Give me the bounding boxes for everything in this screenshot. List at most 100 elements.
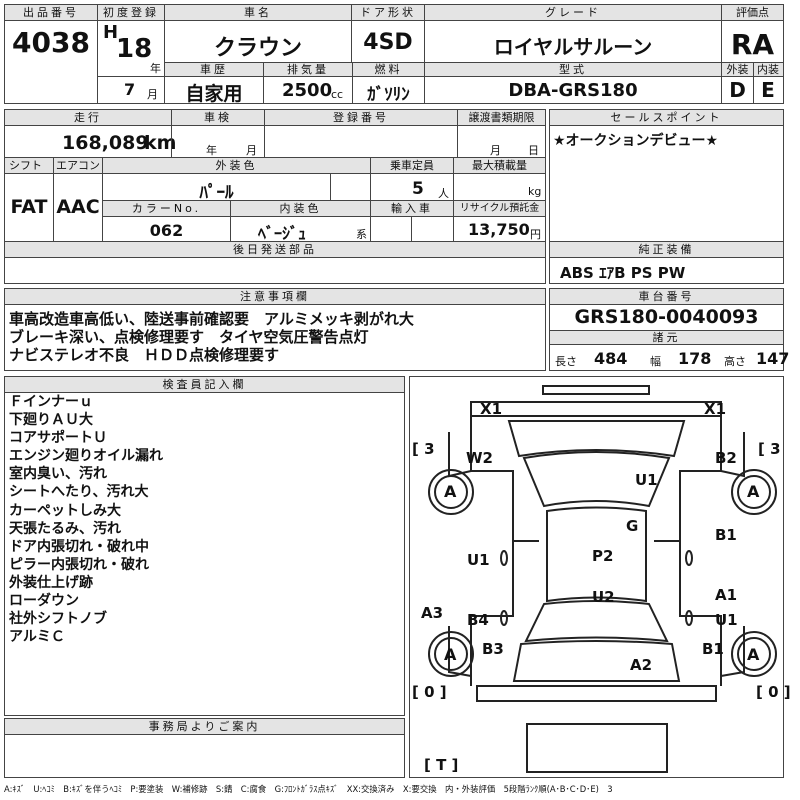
length-label: 長さ bbox=[555, 355, 577, 368]
tread-rear-right: [ 0 ] bbox=[756, 683, 791, 701]
car-damage-diagram bbox=[428, 385, 777, 773]
later-parts-label: 後日発送部品 bbox=[5, 242, 545, 258]
tread-front-left: [ 3 bbox=[412, 440, 435, 458]
era-letter: H bbox=[103, 22, 119, 43]
aircon: AAC bbox=[56, 196, 100, 218]
tire-rear-left-mark: A bbox=[444, 645, 457, 664]
damage-diagram-panel bbox=[409, 376, 784, 778]
note-line-3: ナビステレオ不良 ＨＤＤ点検修理要す bbox=[9, 346, 280, 364]
inspector-line: 下廻りＡＵ大 bbox=[9, 412, 93, 429]
transfer-month-unit: 月 bbox=[490, 144, 501, 157]
score: RA bbox=[730, 28, 775, 61]
mark-u1-top: U1 bbox=[635, 471, 658, 489]
exterior-color: ﾊﾟｰﾙ bbox=[199, 183, 234, 203]
mileage-unit: km bbox=[144, 132, 177, 154]
legend: A:ｷｽﾞ U:ﾍｺﾐ B:ｷｽﾞを伴うﾍｺﾐ P:要塗装 W:補修跡 S:錆 … bbox=[4, 784, 613, 794]
registration-number-label: 登録番号 bbox=[265, 110, 457, 126]
shift: FAT bbox=[10, 196, 48, 218]
model: DBA-GRS180 bbox=[508, 80, 638, 101]
sales-point-label: セールスポイント bbox=[550, 110, 783, 126]
fuel-label: 燃料 bbox=[353, 63, 424, 77]
car-name-label: 車名 bbox=[165, 5, 351, 21]
mark-a2: A2 bbox=[630, 656, 653, 674]
sales-point: ★オークションデビュー★ bbox=[553, 133, 719, 149]
vehicle-info-block bbox=[4, 109, 546, 284]
inspector-line: ドア内張切れ・破れ中 bbox=[9, 538, 149, 555]
inspector-line: アルミＣ bbox=[9, 629, 65, 646]
inspector-block bbox=[4, 376, 405, 716]
mark-u1-right: U1 bbox=[715, 611, 738, 629]
inspector-line: Ｆインナーｕ bbox=[9, 394, 93, 410]
mark-b2: B2 bbox=[715, 449, 737, 467]
mark-u1-left: U1 bbox=[467, 551, 490, 569]
mileage-label: 走行 bbox=[5, 110, 171, 126]
height-label: 高さ bbox=[724, 355, 746, 368]
inspector-label: 検査員記入欄 bbox=[5, 377, 404, 393]
car-name: クラウン bbox=[213, 36, 302, 61]
inspector-line: カーペットしみ大 bbox=[9, 502, 121, 519]
displacement: 2500 bbox=[282, 80, 333, 101]
tire-front-right-mark: A bbox=[747, 482, 760, 501]
note-line-2: ブレーキ深い、点検修理要す タイヤ空気圧警告点灯 bbox=[9, 328, 369, 346]
fuel: ｶﾞｿﾘﾝ bbox=[367, 85, 410, 105]
notes-label: 注意事項欄 bbox=[5, 289, 545, 305]
exterior-color-label: 外装色 bbox=[103, 158, 370, 174]
interior-label: 内装 bbox=[753, 63, 783, 77]
note-line-1: 車高改造車高低い、陸送事前確認要 アルミメッキ剥がれ大 bbox=[9, 310, 414, 328]
recycle-fee-label: リサイクル預託金 bbox=[454, 201, 545, 217]
tread-rear-left: [ 0 ] bbox=[412, 683, 447, 701]
mark-g: G bbox=[626, 517, 639, 535]
color-number-label: カラーNo. bbox=[103, 201, 230, 217]
mark-u2: U2 bbox=[592, 588, 615, 606]
sales-point-block bbox=[549, 109, 784, 284]
tread-front-right: [ 3 bbox=[758, 440, 781, 458]
import-label: 輸入車 bbox=[371, 201, 453, 217]
inspector-line: 天張たるみ、汚れ bbox=[9, 520, 121, 537]
tire-rear-right-mark: A bbox=[747, 645, 760, 664]
door-type: 4SD bbox=[363, 30, 413, 55]
lot-number: 4038 bbox=[12, 26, 90, 59]
aircon-label: エアコン bbox=[54, 158, 102, 174]
inspector-line: ピラー内張切れ・破れ bbox=[9, 556, 149, 573]
inspector-line: 外装仕上げ跡 bbox=[9, 574, 93, 591]
inspector-line: エンジン廻りオイル漏れ bbox=[9, 448, 163, 465]
recycle-fee: 13,750 bbox=[468, 220, 530, 239]
history-label: 車歴 bbox=[165, 63, 263, 77]
chassis-number: GRS180-0040093 bbox=[574, 306, 759, 328]
transfer-day-unit: 日 bbox=[528, 144, 539, 157]
inspection-year-unit: 年 bbox=[206, 144, 217, 157]
mark-a1: A1 bbox=[715, 586, 738, 604]
mileage: 168,089 bbox=[62, 132, 149, 154]
mark-b1-right: B1 bbox=[715, 526, 737, 544]
mark-w2: W2 bbox=[466, 449, 493, 467]
registration-month: 7 bbox=[124, 80, 136, 99]
office-label: 事務局よりご案内 bbox=[5, 719, 404, 735]
year-unit: 年 bbox=[150, 62, 161, 75]
displacement-label: 排気量 bbox=[264, 63, 352, 77]
equipment: ABS ｴｱB PS PW bbox=[560, 264, 686, 282]
mark-x1-left: X1 bbox=[480, 400, 503, 418]
shift-label: シフト bbox=[5, 158, 53, 174]
lot-label: 出品番号 bbox=[5, 5, 97, 21]
max-load-label: 最大積載量 bbox=[454, 158, 545, 174]
chassis-label: 車台番号 bbox=[550, 289, 783, 305]
inspection-label: 車検 bbox=[172, 110, 264, 126]
transfer-deadline-label: 譲渡書類期限 bbox=[458, 110, 545, 126]
width-label: 幅 bbox=[650, 355, 661, 368]
mark-x1-right: X1 bbox=[704, 400, 727, 418]
specs-label: 諸元 bbox=[550, 331, 783, 345]
grade: ロイヤルサルーン bbox=[493, 35, 653, 59]
inspector-line: ローダウン bbox=[9, 593, 79, 610]
mark-a3: A3 bbox=[421, 604, 444, 622]
mark-p2: P2 bbox=[592, 547, 614, 565]
history: 自家用 bbox=[185, 83, 243, 105]
displacement-unit: cc bbox=[331, 88, 344, 101]
mark-b3: B3 bbox=[482, 640, 504, 658]
max-load-unit: kg bbox=[528, 185, 542, 198]
header-block bbox=[4, 4, 784, 104]
interior-grade: E bbox=[761, 78, 775, 102]
inspector-line: 社外シフトノブ bbox=[9, 611, 107, 628]
office-block bbox=[4, 718, 405, 778]
inspection-month-unit: 月 bbox=[246, 144, 257, 157]
mark-b4: B4 bbox=[467, 611, 489, 629]
